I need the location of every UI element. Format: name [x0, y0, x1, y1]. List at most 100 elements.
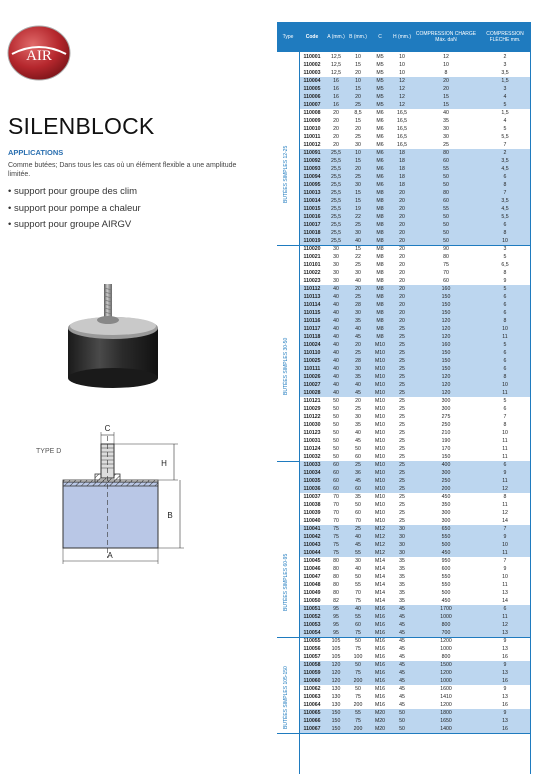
- cell-fleche: 10: [502, 430, 508, 436]
- cell-code: 110012: [303, 142, 321, 148]
- cell-code: 110014: [303, 198, 321, 204]
- cell-charge: 120: [441, 382, 451, 388]
- cell-charge: 60: [443, 278, 449, 284]
- type-group-label: BUTÉES SIMPLES 12-25: [283, 145, 289, 203]
- cell-b: 25: [355, 134, 361, 140]
- cell-b: 30: [355, 230, 361, 236]
- cell-a: 16: [333, 86, 339, 92]
- cell-h: 16,5: [396, 134, 408, 140]
- cell-code: 110045: [303, 558, 321, 564]
- cell-code: 110051: [303, 606, 321, 612]
- cell-c: M8: [376, 326, 384, 332]
- cell-c: M8: [376, 278, 384, 284]
- cell-fleche: 6: [503, 174, 507, 180]
- cell-charge: 210: [441, 430, 451, 436]
- cell-a: 80: [333, 582, 339, 588]
- cell-a: 150: [331, 718, 341, 724]
- cell-a: 70: [333, 510, 339, 516]
- cell-fleche: 9: [503, 534, 507, 540]
- cell-fleche: 11: [502, 582, 508, 588]
- cell-b: 60: [355, 622, 361, 628]
- cell-fleche: 13: [502, 718, 508, 724]
- cell-code: 110036: [303, 486, 321, 492]
- cell-h: 25: [399, 414, 405, 420]
- cell-code: 110003: [303, 70, 321, 76]
- cell-b: 20: [355, 70, 361, 76]
- cell-fleche: 1,5: [501, 110, 509, 116]
- cell-c: M16: [374, 686, 386, 692]
- cell-b: 15: [355, 118, 361, 124]
- cell-a: 30: [333, 278, 339, 284]
- applications-description: Comme butées; Dans tous les cas où un él…: [8, 162, 237, 178]
- cell-charge: 1200: [440, 670, 452, 676]
- cell-c: M10: [374, 414, 386, 420]
- cell-h: 10: [399, 70, 405, 76]
- cell-charge: 8: [444, 70, 448, 76]
- cell-charge: 160: [441, 342, 451, 348]
- cell-a: 40: [333, 286, 339, 292]
- cell-fleche: 11: [502, 446, 508, 452]
- type-group: BUTÉES SIMPLES 30-50: [277, 245, 299, 462]
- cell-code: 110067: [303, 726, 321, 732]
- cell-c: M12: [374, 526, 386, 532]
- cell-c: M6: [376, 158, 384, 164]
- cell-charge: 20: [443, 78, 449, 84]
- cell-b: 60: [355, 486, 361, 492]
- cell-b: 200: [353, 726, 363, 732]
- cell-charge: 1700: [440, 606, 452, 612]
- cell-fleche: 6: [503, 310, 507, 316]
- cell-b: 25: [355, 174, 361, 180]
- cell-a: 95: [333, 614, 339, 620]
- cell-code: 110060: [303, 678, 321, 684]
- cell-a: 130: [331, 686, 341, 692]
- cell-c: M16: [374, 638, 386, 644]
- cell-b: 10: [355, 54, 361, 60]
- cell-a: 50: [333, 438, 339, 444]
- cell-h: 25: [399, 342, 405, 348]
- cell-a: 20: [333, 126, 339, 132]
- cell-h: 16,5: [396, 118, 408, 124]
- cell-h: 45: [399, 662, 405, 668]
- cell-h: 45: [399, 694, 405, 700]
- cell-h: 45: [399, 686, 405, 692]
- cell-a: 130: [331, 702, 341, 708]
- cell-h: 25: [399, 398, 405, 404]
- cell-h: 10: [399, 54, 405, 60]
- cell-h: 16,5: [396, 110, 408, 116]
- cell-fleche: 8: [503, 374, 507, 380]
- cell-b: 40: [355, 326, 361, 332]
- cell-code: 110095: [303, 182, 321, 188]
- cell-code: 110015: [303, 206, 321, 212]
- cell-code: 110124: [303, 446, 321, 452]
- cell-code: 110112: [303, 286, 321, 292]
- cell-code: 110030: [303, 422, 321, 428]
- cell-b: 20: [355, 126, 361, 132]
- cell-a: 40: [333, 390, 339, 396]
- cell-a: 25,5: [330, 158, 342, 164]
- cell-a: 25,5: [330, 206, 342, 212]
- cell-c: M10: [374, 502, 386, 508]
- cell-code: 110027: [303, 382, 321, 388]
- cell-code: 110026: [303, 374, 321, 380]
- cell-b: 35: [355, 318, 361, 324]
- cell-b: 30: [355, 414, 361, 420]
- cell-c: M8: [376, 318, 384, 324]
- cell-charge: 1410: [440, 694, 452, 700]
- cell-fleche: 6: [503, 366, 507, 372]
- cell-charge: 50: [443, 230, 449, 236]
